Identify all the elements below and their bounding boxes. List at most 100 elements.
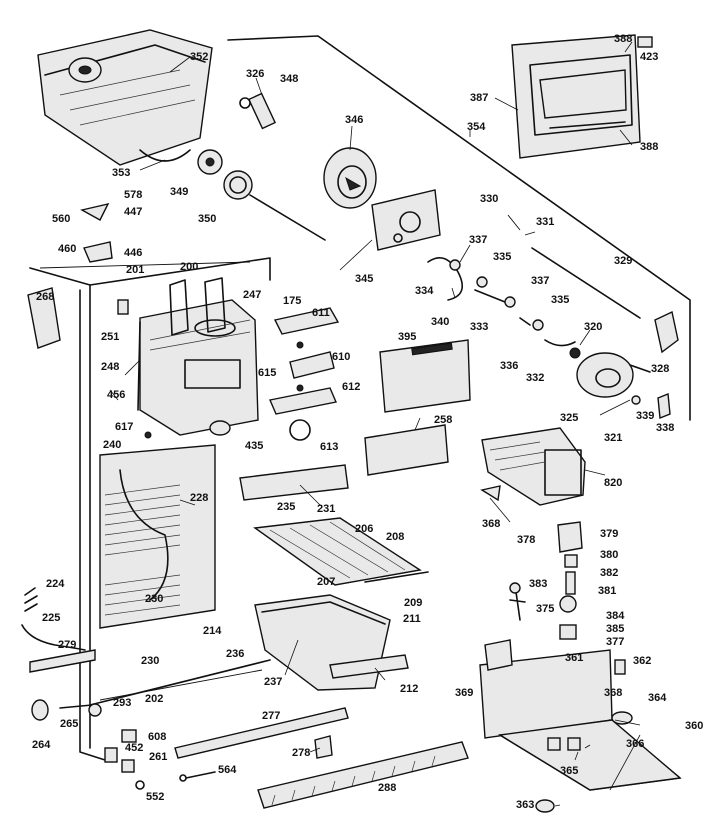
callout-366: 366 (626, 738, 644, 750)
callout-320: 320 (584, 321, 602, 333)
cabinet-liner (29, 35, 691, 761)
evaporator-228 (99, 444, 216, 629)
callout-447: 447 (124, 206, 142, 218)
callout-382: 382 (600, 567, 618, 579)
callout-345: 345 (355, 273, 373, 285)
callout-338: 338 (656, 422, 674, 434)
callout-383: 383 (529, 578, 547, 590)
callout-446: 446 (124, 247, 142, 259)
mounting-plate-345 (371, 189, 441, 251)
callout-388a: 388 (614, 33, 632, 45)
callout-208: 208 (386, 531, 404, 543)
callout-335a: 335 (493, 251, 511, 263)
callout-247: 247 (243, 289, 261, 301)
callout-230a: 230 (145, 593, 163, 605)
callout-251: 251 (101, 331, 119, 343)
callout-206: 206 (355, 523, 373, 535)
callout-377: 377 (606, 636, 624, 648)
callout-381: 381 (598, 585, 616, 597)
callout-608: 608 (148, 731, 166, 743)
callout-279: 279 (58, 639, 76, 651)
callout-346: 346 (345, 114, 363, 126)
callout-330: 330 (480, 193, 498, 205)
callout-612: 612 (342, 381, 360, 393)
callout-236: 236 (226, 648, 244, 660)
callout-610: 610 (332, 351, 350, 363)
callout-labels: 352 326 348 346 388 423 387 354 388 353 … (32, 33, 703, 811)
callout-231: 231 (317, 503, 335, 515)
callout-261: 261 (149, 751, 167, 763)
callout-332: 332 (526, 372, 544, 384)
callout-277: 277 (262, 710, 280, 722)
callout-328: 328 (651, 363, 669, 375)
callout-350: 350 (198, 213, 216, 225)
callout-329: 329 (614, 255, 632, 267)
auger-assembly (197, 92, 377, 241)
callout-363: 363 (516, 799, 534, 811)
bottom-left-parts (88, 703, 145, 790)
callout-375: 375 (536, 603, 554, 615)
callout-379: 379 (600, 528, 618, 540)
callout-334: 334 (415, 285, 434, 297)
callout-361: 361 (565, 652, 583, 664)
callout-368a: 368 (482, 518, 500, 530)
bracket-231 (239, 464, 349, 501)
callout-360: 360 (685, 720, 703, 732)
callout-456: 456 (107, 389, 125, 401)
callout-615: 615 (258, 367, 276, 379)
grille-288 (257, 735, 469, 809)
hardware-group (144, 307, 340, 441)
callout-258: 258 (434, 414, 452, 426)
callout-337b: 337 (531, 275, 549, 287)
control-box-360 (479, 639, 682, 813)
callout-552: 552 (146, 791, 164, 803)
callout-235: 235 (277, 501, 295, 513)
callout-369: 369 (455, 687, 473, 699)
callout-200: 200 (180, 261, 198, 273)
leader-lines (109, 41, 641, 807)
callout-460: 460 (58, 243, 76, 255)
callout-201: 201 (126, 264, 144, 276)
callout-423: 423 (640, 51, 658, 63)
callout-387: 387 (470, 92, 488, 104)
callout-368b: 368 (604, 687, 622, 699)
callout-333: 333 (470, 321, 488, 333)
callout-385: 385 (606, 623, 624, 635)
callout-435: 435 (245, 440, 263, 452)
callout-288: 288 (378, 782, 396, 794)
callout-225: 225 (42, 612, 60, 624)
callout-395: 395 (398, 331, 416, 343)
callout-264: 264 (32, 739, 51, 751)
ice-bucket-352 (37, 29, 213, 166)
callout-237: 237 (264, 676, 282, 688)
dispenser-linkage (427, 214, 679, 354)
callout-362: 362 (633, 655, 651, 667)
callout-326: 326 (246, 68, 264, 80)
shelf-206 (253, 517, 429, 586)
callout-230b: 230 (141, 655, 159, 667)
callout-211: 211 (403, 613, 421, 625)
callout-248: 248 (101, 361, 119, 373)
callout-348: 348 (280, 73, 298, 85)
callout-331: 331 (536, 216, 554, 228)
callout-613: 613 (320, 441, 338, 453)
callout-340: 340 (431, 316, 449, 328)
control-panel-395 (379, 339, 471, 413)
dispenser-housing-200 (137, 277, 259, 436)
callout-564: 564 (218, 764, 237, 776)
callout-611: 611 (312, 307, 330, 319)
callout-354: 354 (467, 121, 486, 133)
callout-321: 321 (604, 432, 622, 444)
callout-335b: 335 (551, 294, 569, 306)
crisper-pan-211 (254, 594, 409, 691)
callout-293: 293 (113, 697, 131, 709)
left-side-parts (21, 202, 129, 721)
callout-214: 214 (203, 625, 222, 637)
callout-560: 560 (52, 213, 70, 225)
callout-352: 352 (190, 51, 208, 63)
callout-617: 617 (115, 421, 133, 433)
callout-349: 349 (170, 186, 188, 198)
callout-175: 175 (283, 295, 301, 307)
callout-364: 364 (648, 692, 667, 704)
